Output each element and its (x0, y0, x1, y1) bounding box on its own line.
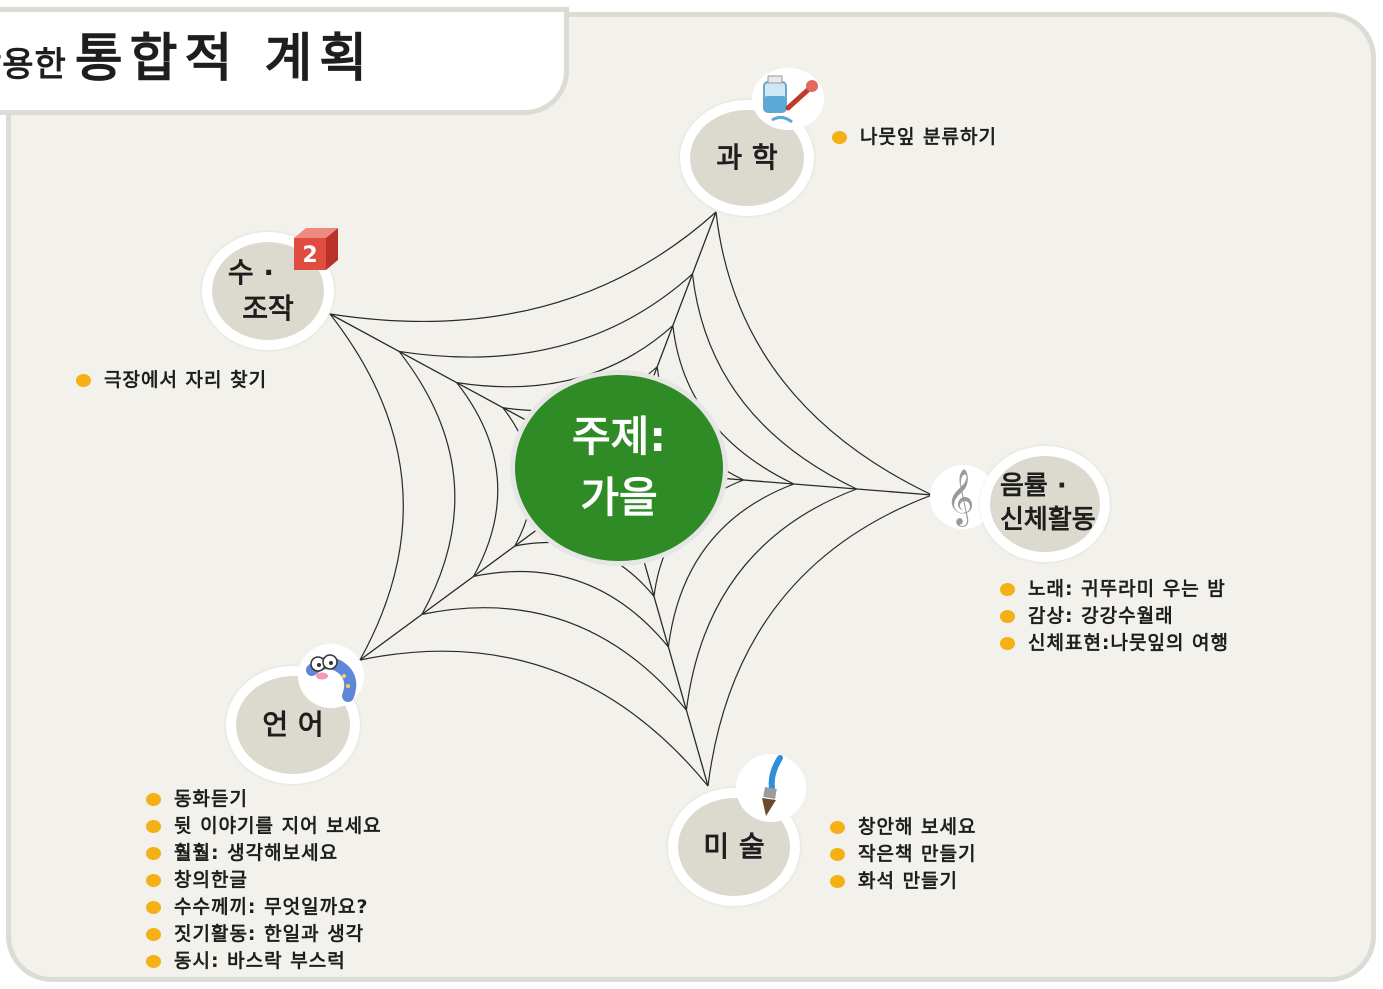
center-topic: 주제: 가을 (510, 370, 728, 566)
node-language: 언 어 (226, 666, 360, 784)
math-activity-list: 극장에서 자리 찾기 (76, 367, 267, 394)
center-topic-line2: 가을 (580, 473, 658, 522)
list-item: 화석 만들기 (830, 868, 977, 895)
web-ring-3-segment-4 (456, 382, 499, 577)
list-item: 창안해 보세요 (830, 814, 977, 841)
node-science-label: 과 학 (716, 140, 778, 174)
title-prefix: 활용한 (0, 45, 67, 85)
web-ring-2-segment-1 (691, 273, 857, 490)
list-item: 감상: 강강수월래 (1000, 603, 1229, 630)
web-ring-1-segment-3 (359, 650, 709, 787)
title-main: 통합적 계획 (74, 29, 375, 89)
center-topic-line1: 주제: (571, 412, 667, 462)
list-item: 짓기활동: 한일과 생각 (146, 921, 382, 948)
node-language-label: 언 어 (262, 707, 324, 741)
web-ring-2-segment-3 (421, 607, 687, 711)
list-item: 훨훨: 생각해보세요 (146, 840, 382, 867)
worm-character-icon (298, 644, 364, 708)
treble-clef-glyph: 𝄞 (946, 469, 975, 525)
web-ring-3-segment-2 (667, 483, 795, 648)
list-item: 작은책 만들기 (830, 841, 977, 868)
music-activity-list: 노래: 귀뚜라미 우는 밤 감상: 강강수월래 신체표현:나뭇잎의 여행 (1000, 576, 1229, 657)
paint-brush-icon (736, 754, 806, 822)
node-math-line2: 조작 (242, 292, 294, 325)
language-activity-list: 동화듣기 뒷 이야기를 지어 보세요 훨훨: 생각해보세요 창의한글 수수께끼:… (146, 786, 382, 975)
list-item: 동화듣기 (146, 786, 382, 813)
title-tab: 활용한통합적 계획 (0, 7, 569, 115)
lab-beaker-dropper-icon (752, 68, 824, 130)
number-block-2-icon: 2 (290, 224, 342, 274)
node-music-line2: 신체활동 (1000, 505, 1096, 535)
web-ring-1-segment-1 (715, 211, 933, 496)
list-item: 극장에서 자리 찾기 (76, 367, 267, 394)
web-ring-3-segment-3 (473, 570, 669, 648)
node-art-label: 미 술 (703, 829, 765, 863)
list-item: 노래: 귀뚜라미 우는 밤 (1000, 576, 1229, 603)
list-item: 나뭇잎 분류하기 (832, 124, 997, 151)
web-ring-1-segment-4 (329, 313, 404, 661)
list-item: 동시: 바스락 부스럭 (146, 948, 382, 975)
page-title: 활용한통합적 계획 (0, 16, 374, 91)
web-ring-1-segment-5 (329, 211, 717, 322)
node-math-line1: 수 · (227, 255, 275, 289)
list-item: 뒷 이야기를 지어 보세요 (146, 813, 382, 840)
list-item: 신체표현:나뭇잎의 여행 (1000, 630, 1229, 657)
list-item: 수수께끼: 무엇일까요? (146, 894, 382, 921)
number-block-digit: 2 (302, 243, 317, 268)
node-music: 음률 ·신체활동 (980, 446, 1110, 562)
web-ring-2-segment-5 (399, 273, 693, 358)
science-activity-list: 나뭇잎 분류하기 (832, 124, 997, 151)
list-item: 창의한글 (146, 867, 382, 894)
web-ring-2-segment-4 (398, 351, 456, 615)
art-activity-list: 창안해 보세요 작은책 만들기 화석 만들기 (830, 814, 977, 895)
web-ring-2-segment-2 (685, 488, 857, 711)
web-ring-1-segment-2 (707, 494, 933, 787)
node-music-line1: 음률 · (1000, 471, 1067, 502)
